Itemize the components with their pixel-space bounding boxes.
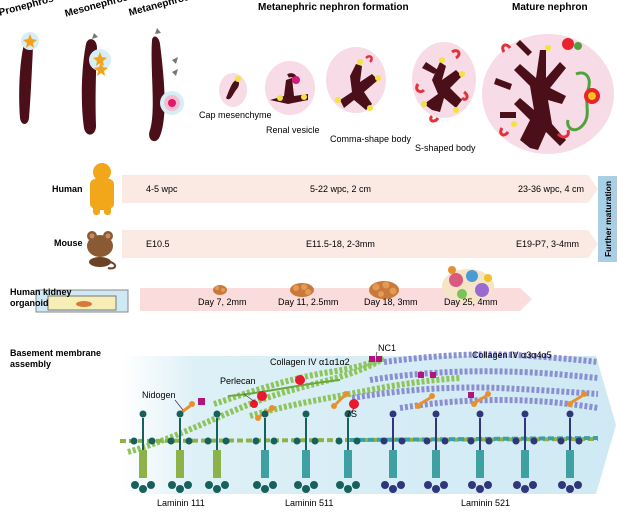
laminin-111-group bbox=[130, 410, 230, 493]
laminin-111-molecule bbox=[204, 410, 230, 493]
further-maturation-label: Further maturation bbox=[602, 180, 613, 258]
mouse-row-label: Mouse bbox=[54, 238, 83, 248]
laminin-111-label: Laminin 111 bbox=[157, 498, 205, 508]
laminin-111-molecule bbox=[130, 410, 156, 493]
collagen-a3a4a5-network bbox=[351, 351, 599, 411]
mesonephros-kidney bbox=[81, 33, 111, 135]
membrane-title-line1: Basement membrane bbox=[10, 348, 102, 358]
renal-vesicle-stage bbox=[265, 61, 315, 115]
laminin-521-group bbox=[380, 410, 583, 493]
laminin-511-group bbox=[252, 410, 361, 493]
membrane-title-line2: assembly bbox=[10, 359, 52, 369]
human-figure-icon bbox=[90, 163, 114, 215]
laminin-521-molecule bbox=[423, 410, 449, 493]
collagen-a1a1a2-network bbox=[127, 355, 461, 455]
laminin-521-molecule bbox=[512, 410, 538, 493]
laminin-521-label: Laminin 521 bbox=[461, 498, 511, 508]
laminin-111-molecule bbox=[167, 410, 193, 493]
cap-mesenchyme-label: Cap mesenchyme bbox=[199, 110, 272, 120]
organoid-day25-label: Day 25, 4mm bbox=[444, 297, 498, 307]
organoid-day7-label: Day 7, 2mm bbox=[198, 297, 247, 307]
perlecan-molecules bbox=[250, 375, 359, 409]
organoid-day25 bbox=[442, 266, 494, 303]
human-stage1: 4-5 wpc bbox=[146, 184, 178, 194]
s-shaped-body-stage bbox=[412, 42, 476, 123]
collagen-a1a1a2-label: Collagen IV α1α1α2 bbox=[270, 357, 350, 367]
laminin-511-label: Laminin 511 bbox=[285, 498, 334, 508]
organoid-timeline-arrow bbox=[140, 288, 532, 311]
laminin-521-molecule bbox=[380, 410, 406, 493]
mature-nephron-title: Mature nephron bbox=[512, 2, 588, 13]
organoid-dish-icon bbox=[35, 289, 129, 313]
comma-shape-stage bbox=[326, 47, 386, 113]
renal-vesicle-label: Renal vesicle bbox=[266, 125, 320, 135]
laminin-511-molecule bbox=[293, 410, 319, 493]
membrane-background bbox=[122, 356, 616, 494]
comma-shape-label: Comma-shape body bbox=[330, 134, 412, 144]
laminin-521-molecule bbox=[467, 410, 493, 493]
organoid-day11-label: Day 11, 2.5mm bbox=[278, 297, 339, 307]
nc1-junction bbox=[369, 356, 382, 362]
organoid-day18-label: Day 18, 3mm bbox=[364, 297, 418, 307]
organoid-row-label-line1: Human kidney bbox=[10, 287, 72, 297]
laminin-511-molecule bbox=[252, 410, 278, 493]
pronephros-kidney bbox=[19, 32, 39, 124]
organoid-day11 bbox=[290, 283, 314, 297]
mouse-icon bbox=[87, 231, 116, 270]
organoid-day18 bbox=[369, 281, 399, 299]
nc1-label: NC1 bbox=[378, 343, 397, 353]
formation-title: Metanephric nephron formation bbox=[258, 2, 409, 13]
human-stage3: 23-36 wpc, 4 cm bbox=[518, 184, 585, 194]
metanephros-kidney bbox=[149, 28, 184, 142]
human-stage2: 5-22 wpc, 2 cm bbox=[310, 184, 372, 194]
perlecan-label: Perlecan bbox=[220, 376, 256, 386]
label-leader-lines bbox=[174, 351, 378, 415]
further-maturation-box: Further maturation bbox=[598, 176, 617, 262]
laminin-521-molecule bbox=[557, 410, 583, 493]
mouse-stage3: E19-P7, 3-4mm bbox=[516, 239, 580, 249]
7s-label: 7S bbox=[346, 409, 358, 419]
mouse-stage2: E11.5-18, 2-3mm bbox=[306, 239, 375, 249]
collagen-a3a4a5-label: Collagen IV α3α4α5 bbox=[472, 350, 552, 360]
s-shaped-body-label: S-shaped body bbox=[415, 143, 476, 153]
mouse-stage1: E10.5 bbox=[146, 239, 170, 249]
mouse-timeline-bar bbox=[122, 230, 598, 258]
laminin-511-molecule bbox=[335, 410, 361, 493]
mature-nephron-stage bbox=[482, 34, 614, 154]
organoid-row-label-line2: organoid bbox=[10, 298, 49, 308]
human-timeline-bar bbox=[122, 175, 598, 203]
cap-mesenchyme-stage bbox=[219, 73, 247, 107]
nidogen-label: Nidogen bbox=[142, 390, 176, 400]
human-row-label: Human bbox=[52, 184, 83, 194]
organoid-day7 bbox=[213, 285, 227, 295]
collagen-junction-markers bbox=[198, 372, 474, 405]
